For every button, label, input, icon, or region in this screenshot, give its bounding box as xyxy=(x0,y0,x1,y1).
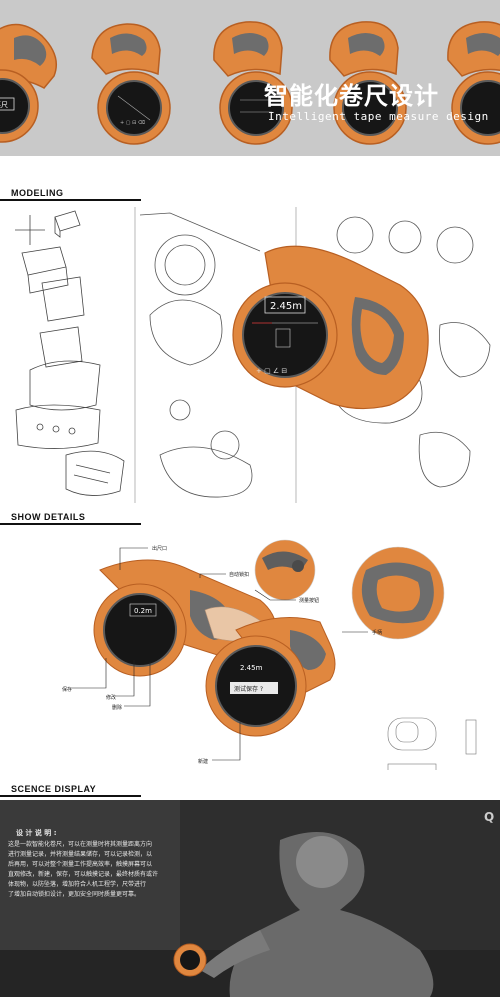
details-illustration: 0.2m 2.45m 测试保存 ? xyxy=(72,539,477,770)
callout-edit: 修改 xyxy=(106,695,117,701)
section-divider xyxy=(0,523,141,525)
callout-new: 新建 xyxy=(198,759,209,765)
header-banner: 英尺 + ▢ ⊟ ⌫ 智能化卷尺设计 Intelligent tape meas… xyxy=(0,0,500,156)
scene-illustration xyxy=(0,800,500,997)
zoom-detail-handle xyxy=(351,546,445,640)
callout-save: 保存 xyxy=(62,687,73,693)
sketch-illustration: 2.45m + ▢ ∠ ⊟ xyxy=(15,207,491,503)
measurement-readout: 2.45m xyxy=(270,301,302,312)
page-subtitle: Intelligent tape measure design xyxy=(268,110,489,123)
corner-mark: Q xyxy=(484,810,495,824)
measurement-readout-front: 2.45m xyxy=(240,664,263,672)
section-divider xyxy=(0,795,141,797)
description-line: 这是一款智能化卷尺，可以在测量时将其测量距离方向 xyxy=(8,841,153,848)
callout-outlet: 出尺口 xyxy=(152,546,168,552)
device-render: 英尺 xyxy=(0,23,57,143)
scene-photo: 设 计 说 明 : 这是一款智能化卷尺，可以在测量时将其测量距离方向 进行测量记… xyxy=(0,800,500,997)
callout-measure-button: 测量按钮 xyxy=(299,598,320,604)
measurement-readout-small: 0.2m xyxy=(134,607,152,615)
device-render: + ▢ ⊟ ⌫ xyxy=(91,23,171,145)
description-line: 直观修改，新建，保存，可以触摸记录，最终材质有或许 xyxy=(8,871,159,878)
section-label-modeling: MODELING xyxy=(11,188,64,198)
svg-text:+ ▢ ∠ ⊟: + ▢ ∠ ⊟ xyxy=(256,367,287,375)
device-render xyxy=(213,21,293,145)
page-title: 智能化卷尺设计 xyxy=(264,82,439,110)
callout-handle: 手柄 xyxy=(372,630,383,636)
description-line: 进行测量记录，并将测量结果储存，可以记录检测，以 xyxy=(8,851,153,858)
device-render: 2.45m + ▢ ∠ ⊟ xyxy=(232,245,429,410)
callout-auto-lock: 自动锁扣 xyxy=(229,572,250,578)
description-line: 后再用，可以对整个测量工作提高效率，触摸屏幕可以 xyxy=(8,861,153,868)
technical-drawing xyxy=(387,717,477,770)
mini-display-text: 英尺 xyxy=(0,100,8,109)
zoom-detail-lock xyxy=(254,539,316,601)
description-line: 了增加自动锁扣设计，更加安全同时质量更可靠。 xyxy=(8,891,141,898)
svg-text:+ ▢ ⊟ ⌫: + ▢ ⊟ ⌫ xyxy=(120,120,145,126)
modeling-sketches: 2.45m + ▢ ∠ ⊟ xyxy=(0,205,500,505)
section-label-scene-display: SCENCE DISPLAY xyxy=(11,784,97,794)
device-render xyxy=(329,21,407,145)
section-label-show-details: SHOW DETAILS xyxy=(11,512,86,522)
callout-delete: 删除 xyxy=(112,705,123,711)
description-title: 设 计 说 明 : xyxy=(16,829,57,837)
callout-lines xyxy=(72,547,368,761)
description-line: 体现物，以防坠落，增加符合人机工程学，尺带进行 xyxy=(8,881,147,888)
device-render: 2.45m 测试保存 ? xyxy=(205,617,336,737)
dialog-text: 测试保存 ? xyxy=(234,685,263,693)
device-render xyxy=(447,21,500,145)
section-divider xyxy=(0,199,141,201)
